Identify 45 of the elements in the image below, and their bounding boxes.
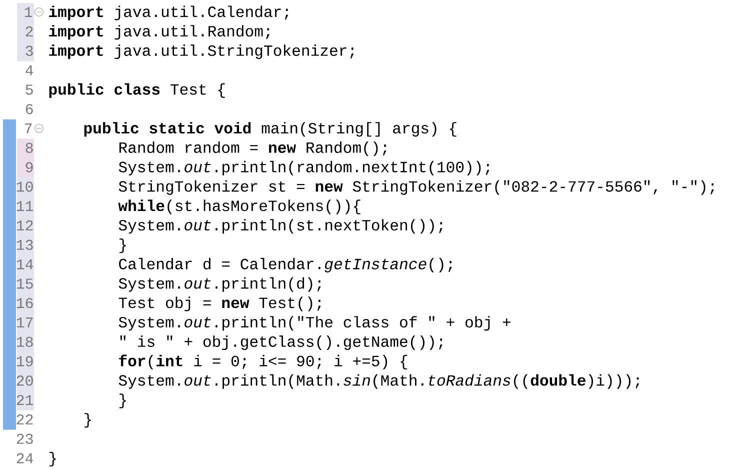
line-number: 9: [26, 162, 33, 172]
line-number: 16: [16, 298, 33, 308]
line-number: 3: [26, 46, 33, 56]
code-line: public class Test {: [49, 83, 225, 98]
line-number: 14: [16, 259, 34, 270]
code-line: public static void main(String[] args) {: [84, 122, 456, 137]
code-line: System.out.println(Math.sin(Math.toRadians((double)i)));: [118, 374, 640, 389]
line-number: 2: [26, 26, 33, 36]
code-line: System.out.println("The class of " + obj +: [118, 316, 510, 331]
code-line: " is " + obj.getClass().getName());: [120, 335, 442, 350]
line-number: 24: [16, 453, 34, 464]
line-number: 12: [16, 220, 33, 230]
code-line: System.out.println(st.nextToken());: [118, 219, 442, 234]
line-number: 15: [16, 278, 33, 289]
line-number: 4: [26, 65, 34, 76]
line-number: 8: [26, 142, 33, 153]
line-number: 6: [26, 104, 33, 114]
code-line: }: [119, 238, 126, 254]
code-line: System.out.println(d);: [118, 277, 321, 292]
line-number: 23: [16, 434, 33, 444]
code-line: Test obj = new Test();: [118, 296, 321, 312]
line-number: 5: [26, 84, 33, 95]
code-line: import java.util.Random;: [49, 25, 270, 40]
line-number: 10: [16, 182, 33, 192]
line-number: 17: [16, 318, 33, 328]
code-line: System.out.println(random.nextInt(100));: [118, 160, 490, 176]
line-number: 18: [16, 336, 33, 347]
line-number: 1: [24, 7, 32, 17]
code-line: Calendar d = Calendar.getInstance();: [119, 258, 452, 272]
code-line: }: [49, 452, 56, 466]
code-line: for(int i = 0; i<= 90; i +=5) {: [119, 354, 408, 370]
code-line: StringTokenizer st = new StringTokenizer("082-2-777-5566", "-");: [118, 180, 714, 195]
line-number: 22: [16, 414, 33, 424]
code-line: Random random = new Random();: [119, 141, 386, 156]
code-line: import java.util.StringTokenizer;: [49, 44, 354, 60]
code-line: }: [84, 413, 91, 428]
line-number: 21: [16, 394, 34, 405]
code-line: import java.util.Calendar;: [49, 6, 288, 20]
code-line: while(st.hasMoreTokens()){: [118, 200, 360, 214]
line-number: 11: [16, 201, 34, 211]
line-number: 20: [16, 376, 33, 386]
code-line: }: [119, 394, 126, 408]
line-number: 7: [24, 124, 32, 134]
line-number: 19: [16, 356, 33, 366]
line-number: 13: [16, 240, 33, 250]
